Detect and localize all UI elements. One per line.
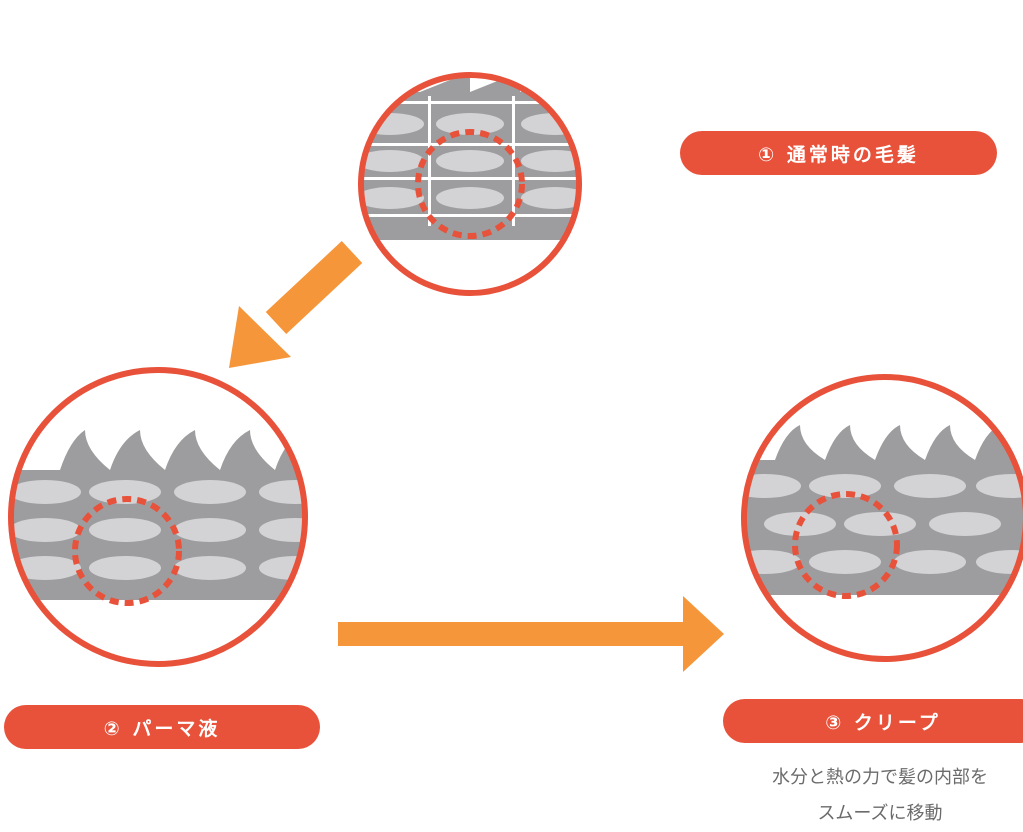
- arrow-down-left-icon: [229, 241, 363, 368]
- step-label-creep: ③ クリープ: [723, 699, 1023, 743]
- creep-description: 水分と熱の力で髪の内部を スムーズに移動: [720, 760, 1023, 832]
- arrow-right-icon: [338, 596, 724, 672]
- step-label-text: ② パーマ液: [103, 717, 221, 740]
- step-label-perm-solution: ② パーマ液: [4, 705, 320, 749]
- caption-line: 水分と熱の力で髪の内部を: [772, 767, 988, 788]
- step-label-text: ① 通常時の毛髪: [758, 143, 919, 166]
- hair-structure-normal: [358, 72, 582, 296]
- caption-line: スムーズに移動: [817, 803, 943, 824]
- step-label-normal-hair: ① 通常時の毛髪: [680, 131, 997, 175]
- step-label-text: ③ クリープ: [825, 711, 941, 734]
- hair-structure-perm-solution: [8, 367, 308, 667]
- hair-structure-creep: [741, 374, 1023, 662]
